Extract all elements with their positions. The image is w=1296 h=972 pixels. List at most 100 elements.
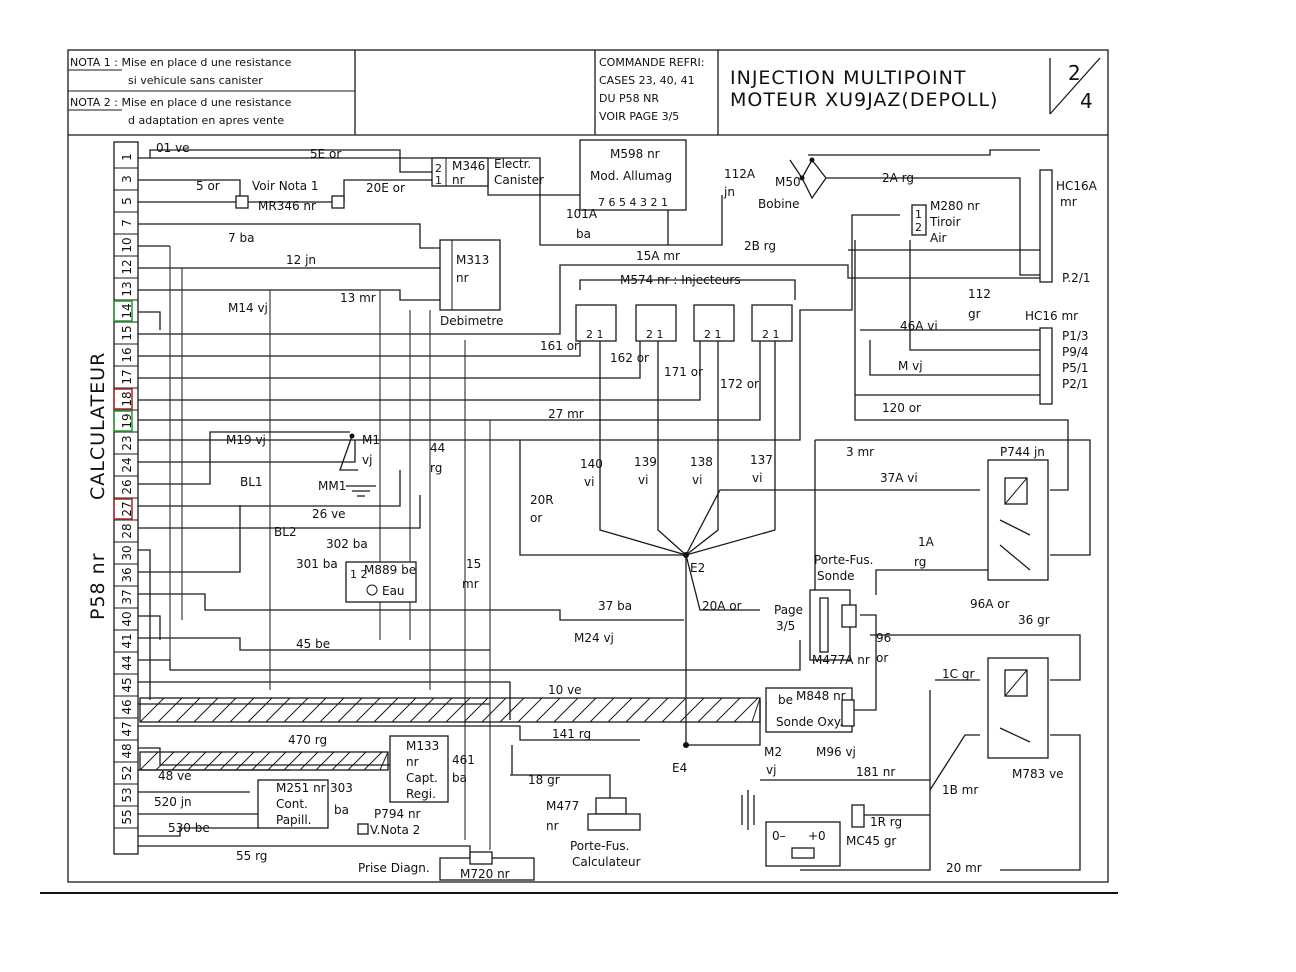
diagram-title-line1: INJECTION MULTIPOINT: [730, 67, 966, 89]
svg-text:gr: gr: [968, 307, 981, 321]
svg-text:45 be: 45 be: [296, 637, 330, 651]
svg-text:112A: 112A: [724, 167, 756, 181]
svg-text:0–: 0–: [772, 829, 786, 843]
commande-line1: COMMANDE REFRI:: [599, 56, 705, 69]
wire-network: [138, 149, 1091, 871]
pin-19: 19: [120, 413, 134, 428]
m720-prise-diag: Prise Diagn. M720 nr: [358, 851, 535, 881]
pin-marker-27: [113, 498, 133, 520]
pin-16: 16: [120, 347, 134, 362]
svg-text:172 or: 172 or: [720, 377, 759, 391]
svg-text:303: 303: [330, 781, 353, 795]
svg-text:vi: vi: [638, 473, 648, 487]
m574-label: M574 nr : Injecteurs: [620, 273, 741, 287]
porte-fus-calc-l1: Porte-Fus.: [570, 839, 629, 853]
svg-text:2 1: 2 1: [646, 328, 664, 341]
svg-text:1: 1: [435, 174, 442, 187]
shield-hatch: [363, 751, 383, 771]
pin-marker-19: [113, 410, 133, 432]
shielded-cable-upper: [139, 697, 761, 723]
p794-resistor: P794 nr V.Nota 2: [357, 807, 421, 837]
pin-marker-14: [113, 300, 133, 322]
shield-hatch: [751, 697, 761, 723]
porte-fus-calc-l2: Calculateur: [572, 855, 641, 869]
svg-text:141 rg: 141 rg: [552, 727, 591, 741]
svg-text:20 mr: 20 mr: [946, 861, 982, 875]
svg-text:18 gr: 18 gr: [528, 773, 560, 787]
resistor-20e: [331, 195, 345, 209]
svg-text:55 rg: 55 rg: [236, 849, 267, 863]
p794-desc: V.Nota 2: [370, 823, 420, 837]
m313-ref: M313: [456, 253, 489, 267]
m598-desc: Mod. Allumag: [590, 169, 672, 183]
output-p21b: P2/1: [1062, 377, 1089, 391]
pin-37: 37: [120, 589, 134, 604]
shield-hatch: [267, 751, 287, 771]
m1-sensor: M1 vj MM1: [318, 433, 380, 497]
svg-text:2A rg: 2A rg: [882, 171, 914, 185]
svg-text:36 gr: 36 gr: [1018, 613, 1050, 627]
svg-text:01 ve: 01 ve: [156, 141, 190, 155]
svg-text:162 or: 162 or: [610, 351, 649, 365]
shield-hatch: [247, 697, 273, 723]
m783-relay: M783 ve: [987, 657, 1064, 781]
svg-text:3 mr: 3 mr: [846, 445, 874, 459]
svg-text:301 ba: 301 ba: [296, 557, 338, 571]
svg-text:96A or: 96A or: [970, 597, 1010, 611]
shield-hatch: [283, 751, 303, 771]
hc16-connector: HC16 mr: [1025, 309, 1078, 405]
m889-ref: M889 be: [364, 563, 416, 577]
shield-hatch: [157, 697, 183, 723]
output-p94: P9/4: [1062, 345, 1089, 359]
svg-text:vi: vi: [752, 471, 762, 485]
pin-12: 12: [120, 259, 134, 274]
output-arrows: P.2/1 P1/3 P9/4 P5/1 P2/1: [1062, 271, 1091, 391]
svg-text:2 1: 2 1: [762, 328, 780, 341]
commande-block: COMMANDE REFRI: CASES 23, 40, 41 DU P58 …: [599, 56, 705, 123]
calculateur-connector: CALCULATEUR P58 nr 135710121314151617181…: [87, 141, 139, 855]
shield-hatch: [139, 751, 159, 771]
commande-line3: DU P58 NR: [599, 92, 659, 105]
svg-text:M14 vj: M14 vj: [228, 301, 268, 315]
shield-hatch: [715, 697, 741, 723]
shield-hatch: [553, 697, 579, 723]
svg-text:vi: vi: [584, 475, 594, 489]
shield-hatch: [481, 697, 507, 723]
m1-ref: M1: [362, 433, 380, 447]
shield-hatch: [679, 697, 705, 723]
diagram-title-line2: MOTEUR XU9JAZ(DEPOLL): [730, 89, 998, 111]
svg-text:ba: ba: [334, 803, 349, 817]
nota2-line1: NOTA 2 : Mise en place d une resistance: [70, 96, 292, 109]
m848-be: be: [778, 693, 793, 707]
mr346-resistor: [235, 195, 249, 209]
svg-text:mr: mr: [462, 577, 479, 591]
svg-text:112: 112: [968, 287, 991, 301]
svg-text:470 rg: 470 rg: [288, 733, 327, 747]
shield-hatch: [337, 697, 363, 723]
pin-44: 44: [120, 655, 134, 670]
shield-hatch: [315, 751, 335, 771]
m598-ref: M598 nr: [610, 147, 660, 161]
m280-desc2: Air: [930, 231, 947, 245]
shield-hatch: [155, 751, 175, 771]
porte-fus-sonde: Porte-Fus. Sonde M477A nr: [809, 553, 873, 667]
pin-marker-18: [113, 388, 133, 410]
svg-text:2 1: 2 1: [586, 328, 604, 341]
pin-10: 10: [120, 237, 134, 252]
shield-hatch: [283, 697, 309, 723]
shield-hatch: [661, 697, 687, 723]
svg-text:26 ve: 26 ve: [312, 507, 346, 521]
commande-line4: VOIR PAGE 3/5: [599, 110, 679, 123]
pin-1: 1: [120, 153, 134, 161]
m251-desc2: Papill.: [276, 813, 311, 827]
svg-text:181 nr: 181 nr: [856, 765, 895, 779]
svg-text:37 ba: 37 ba: [598, 599, 632, 613]
svg-text:20E or: 20E or: [366, 181, 405, 195]
svg-text:2B rg: 2B rg: [744, 239, 776, 253]
svg-text:rg: rg: [430, 461, 442, 475]
hc16a-connector: HC16A mr: [1039, 169, 1098, 283]
m477a-label: M477A nr: [812, 653, 870, 667]
pin-47: 47: [120, 721, 134, 736]
svg-text:46A vi: 46A vi: [900, 319, 938, 333]
m251-desc1: Cont.: [276, 797, 308, 811]
